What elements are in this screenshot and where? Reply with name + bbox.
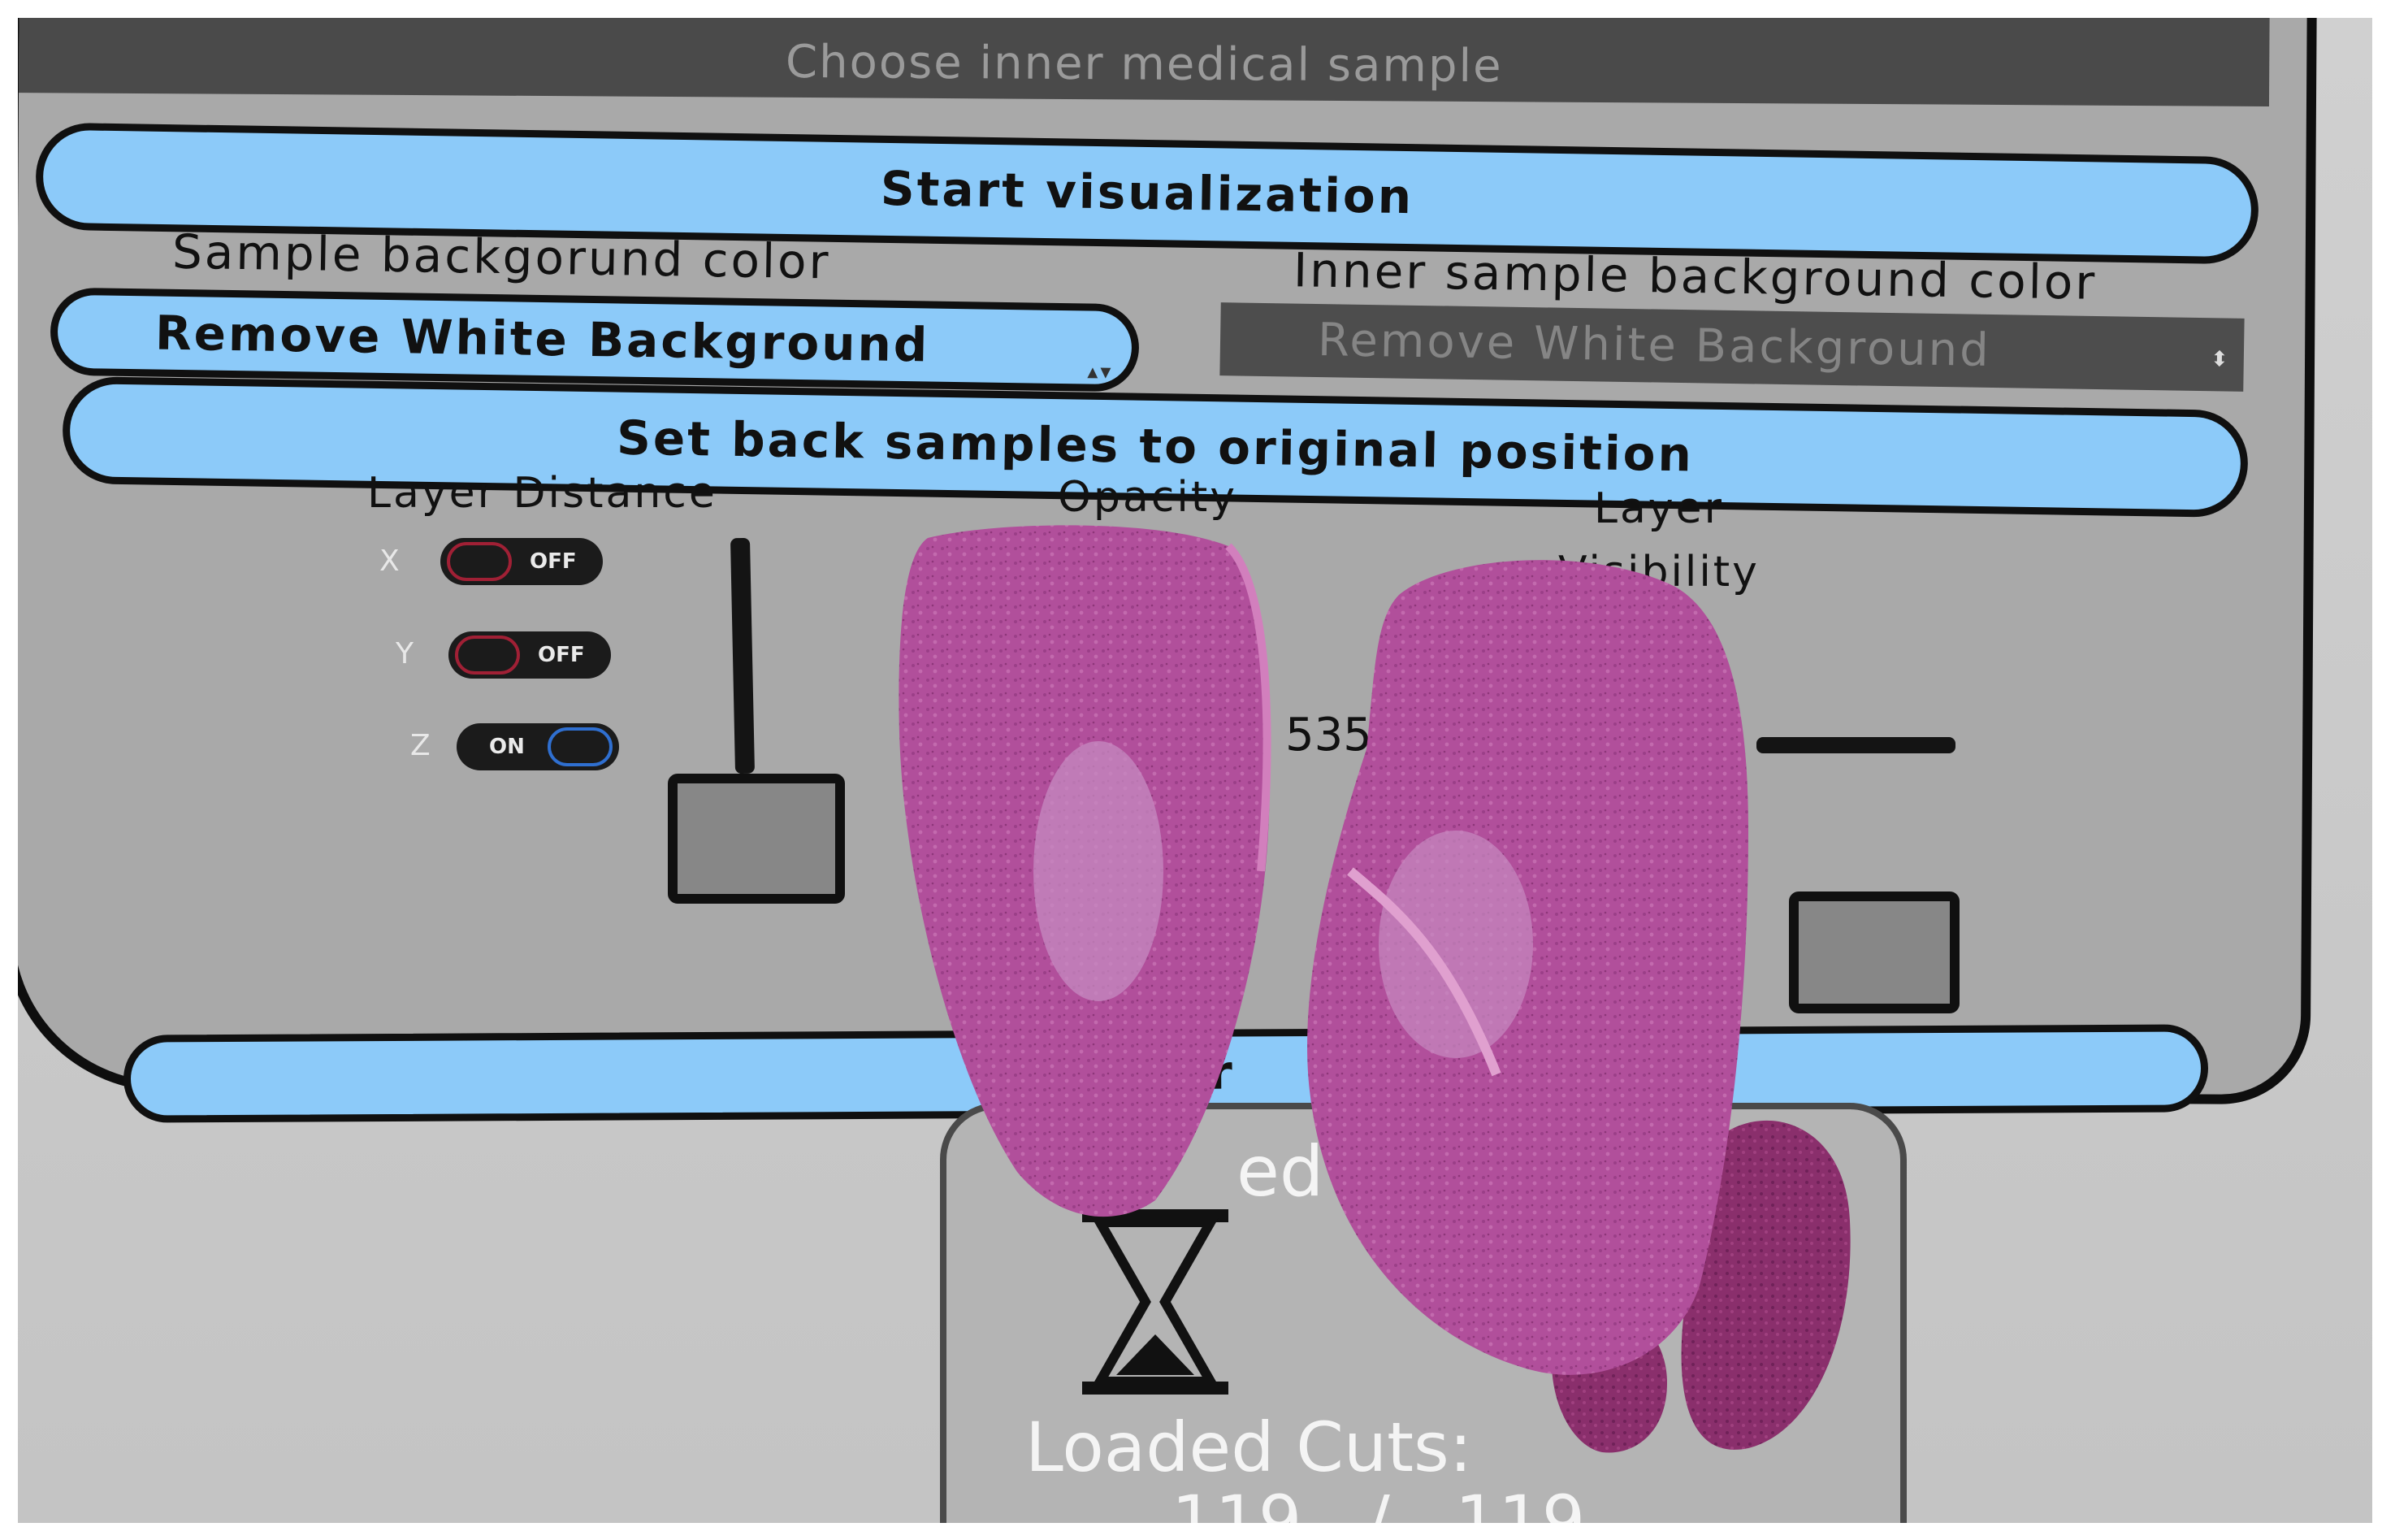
loading-title: ed	[1236, 1131, 1324, 1212]
tissue-right	[1307, 560, 1748, 1375]
toggle-knob	[447, 542, 512, 581]
opacity-value: 535	[1285, 709, 1372, 761]
toggle-state: ON	[489, 735, 525, 759]
cuts-total: 119	[1454, 1481, 1586, 1523]
cuts-separator: /	[1366, 1481, 1390, 1523]
toggle-z[interactable]: ON	[457, 723, 619, 770]
axis-label-x: X	[379, 544, 400, 578]
layer-visibility-slider-track[interactable]	[1756, 737, 1955, 753]
toggle-y[interactable]: OFF	[448, 631, 611, 679]
toggle-knob	[455, 636, 520, 675]
vr-scene: Choose inner medical sample Start visual…	[18, 18, 2372, 1523]
loaded-cuts-count: 119 / 119	[1172, 1481, 1585, 1523]
layer-distance-slider-handle[interactable]	[668, 774, 845, 904]
tissue-samples	[899, 525, 1851, 1453]
toggle-knob	[548, 727, 613, 766]
layer-visibility-slider-handle[interactable]	[1789, 891, 1960, 1013]
opacity-label: Opacity	[1058, 473, 1238, 522]
axis-label-z: Z	[410, 729, 431, 762]
layer-distance-label: Layer Distance	[367, 469, 717, 518]
tissue-left	[899, 525, 1271, 1217]
loaded-cuts-label: Loaded Cuts:	[1025, 1408, 1473, 1487]
cuts-loaded: 119	[1172, 1481, 1302, 1523]
toggle-x[interactable]: OFF	[440, 538, 603, 585]
toggle-state: OFF	[538, 643, 585, 667]
hourglass-icon	[1082, 1209, 1228, 1395]
toggle-state: OFF	[530, 549, 577, 574]
axis-label-y: Y	[396, 637, 414, 670]
